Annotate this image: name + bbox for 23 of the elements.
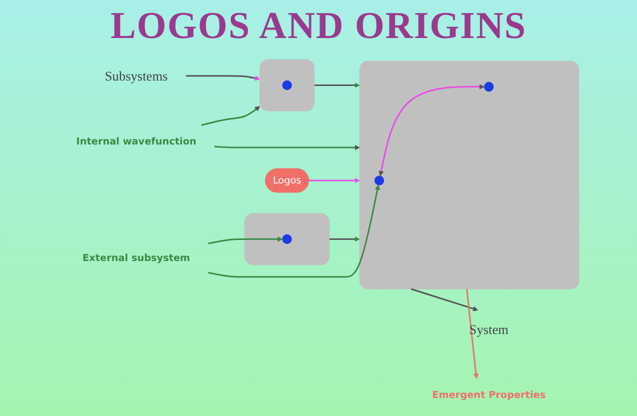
node-circle	[282, 234, 292, 244]
node-text: Internal wavefunction	[76, 135, 196, 147]
arrow	[308, 178, 360, 184]
cluster	[359, 60, 580, 290]
cluster	[260, 59, 315, 112]
arrow	[466, 288, 479, 379]
arrow	[214, 144, 360, 150]
arrow	[201, 106, 260, 126]
arrow	[314, 82, 360, 88]
node-circle	[282, 80, 292, 90]
node-circle	[374, 176, 384, 186]
node-text: External subsystem	[82, 252, 190, 264]
cluster	[244, 213, 330, 266]
node-circle	[484, 82, 494, 92]
arrow	[208, 236, 283, 244]
title: LOGOS AND ORIGINS	[109, 4, 528, 48]
arrow	[329, 236, 360, 242]
node-text: Emergent Properties	[432, 388, 546, 400]
arrow	[410, 288, 478, 312]
arrow	[186, 75, 260, 81]
node-text: Subsystems	[104, 68, 168, 84]
arrow	[208, 184, 380, 278]
arrow	[378, 84, 485, 176]
